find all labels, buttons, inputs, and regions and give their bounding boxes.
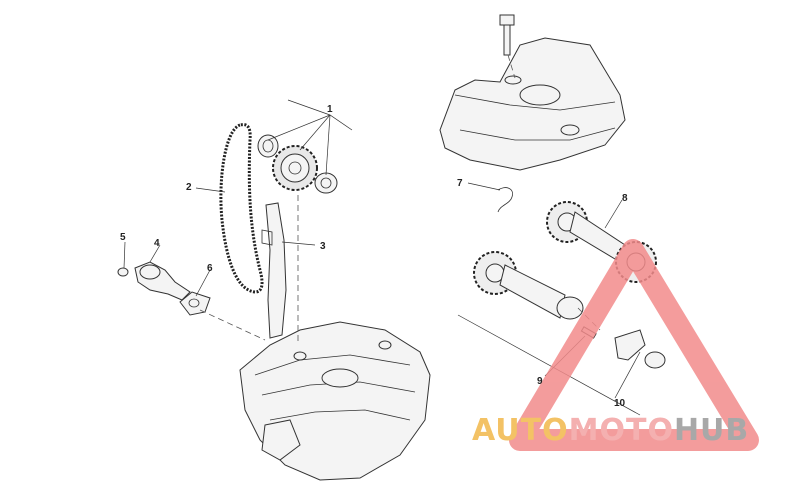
watermark-hub: HUB (674, 413, 749, 448)
callout-7: 7 (457, 178, 463, 189)
cylinder-head (239, 321, 431, 481)
callout-9: 9 (537, 376, 543, 387)
chain-tensioner (134, 261, 191, 301)
valve-cover (439, 37, 626, 171)
watermark-moto: MOTO (569, 413, 674, 448)
callout-labels: 1 2 3 4 5 6 7 8 9 10 (120, 104, 628, 409)
cam-sprocket-assembly (257, 134, 338, 194)
callout-4: 4 (154, 238, 160, 249)
watermark-triangle (509, 239, 759, 451)
watermark-auto: AUTO (472, 413, 569, 448)
callout-8: 8 (622, 193, 628, 204)
cover-bolt (499, 14, 515, 56)
callout-5: 5 (120, 232, 126, 243)
tensioner-bolt (117, 267, 129, 277)
callout-10: 10 (614, 398, 626, 409)
retaining-clip (497, 187, 513, 213)
watermark-text: AUTOMOTOHUB (472, 413, 749, 448)
chain-guide (261, 202, 287, 339)
leader-lines (123, 99, 641, 416)
assembly-lines (199, 54, 601, 345)
callout-3: 3 (320, 241, 326, 252)
callout-6: 6 (207, 263, 213, 274)
decompressor-lever (614, 329, 666, 369)
tensioner-gasket (179, 291, 211, 316)
callout-2: 2 (186, 182, 192, 193)
cam-chain (219, 123, 264, 294)
camshaft-lower (473, 251, 584, 320)
callout-1: 1 (327, 104, 333, 115)
watermark-logo: AUTOMOTOHUB (472, 239, 759, 451)
